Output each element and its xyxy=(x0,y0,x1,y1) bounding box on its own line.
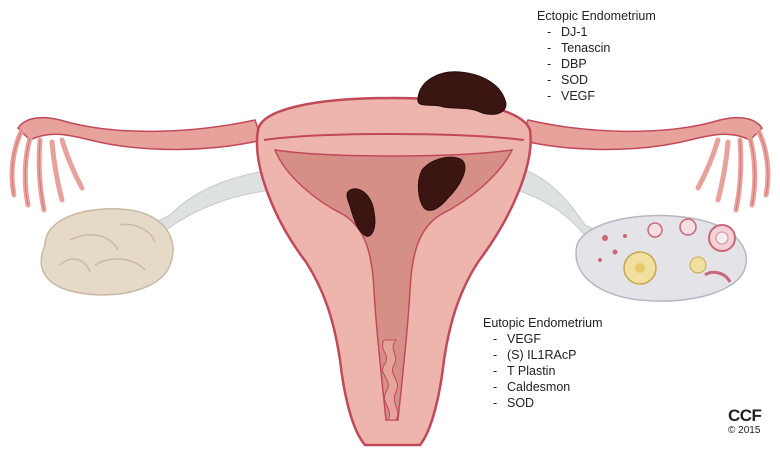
follicle-small xyxy=(635,263,645,273)
eutopic-marker-list: VEGF (S) IL1RAcP T Plastin Caldesmon SOD xyxy=(483,331,603,411)
eutopic-marker: (S) IL1RAcP xyxy=(493,347,603,363)
ectopic-marker: DJ-1 xyxy=(547,24,656,40)
eutopic-endometrium-label: Eutopic Endometrium VEGF (S) IL1RAcP T P… xyxy=(483,315,603,411)
eutopic-marker: Caldesmon xyxy=(493,379,603,395)
ectopic-marker: SOD xyxy=(547,72,656,88)
eutopic-heading: Eutopic Endometrium xyxy=(483,315,603,331)
ectopic-marker: Tenascin xyxy=(547,40,656,56)
follicle-dot-1 xyxy=(602,235,608,241)
follicle-medium xyxy=(680,219,696,235)
left-fimbriae xyxy=(12,130,82,210)
follicle-inner xyxy=(716,232,728,244)
follicle-mid xyxy=(648,223,662,237)
eutopic-marker: T Plastin xyxy=(493,363,603,379)
credit-mark: CCF © 2015 xyxy=(728,406,761,436)
left-ovarian-ligament xyxy=(150,170,272,235)
ectopic-marker-list: DJ-1 Tenascin DBP SOD VEGF xyxy=(537,24,656,104)
ectopic-heading: Ectopic Endometrium xyxy=(537,8,656,24)
follicle-dot-2 xyxy=(613,250,618,255)
eutopic-marker: VEGF xyxy=(493,331,603,347)
ectopic-marker: DBP xyxy=(547,56,656,72)
right-fimbriae xyxy=(698,130,768,210)
ectopic-marker: VEGF xyxy=(547,88,656,104)
follicle-dot-3 xyxy=(623,234,627,238)
eutopic-marker: SOD xyxy=(493,395,603,411)
follicle-tiny xyxy=(690,257,706,273)
left-ovary xyxy=(41,209,173,295)
ectopic-endometrium-label: Ectopic Endometrium DJ-1 Tenascin DBP SO… xyxy=(537,8,656,104)
credit-copyright: © 2015 xyxy=(728,425,761,436)
follicle-dot-4 xyxy=(598,258,602,262)
credit-brand: CCF xyxy=(728,406,761,426)
